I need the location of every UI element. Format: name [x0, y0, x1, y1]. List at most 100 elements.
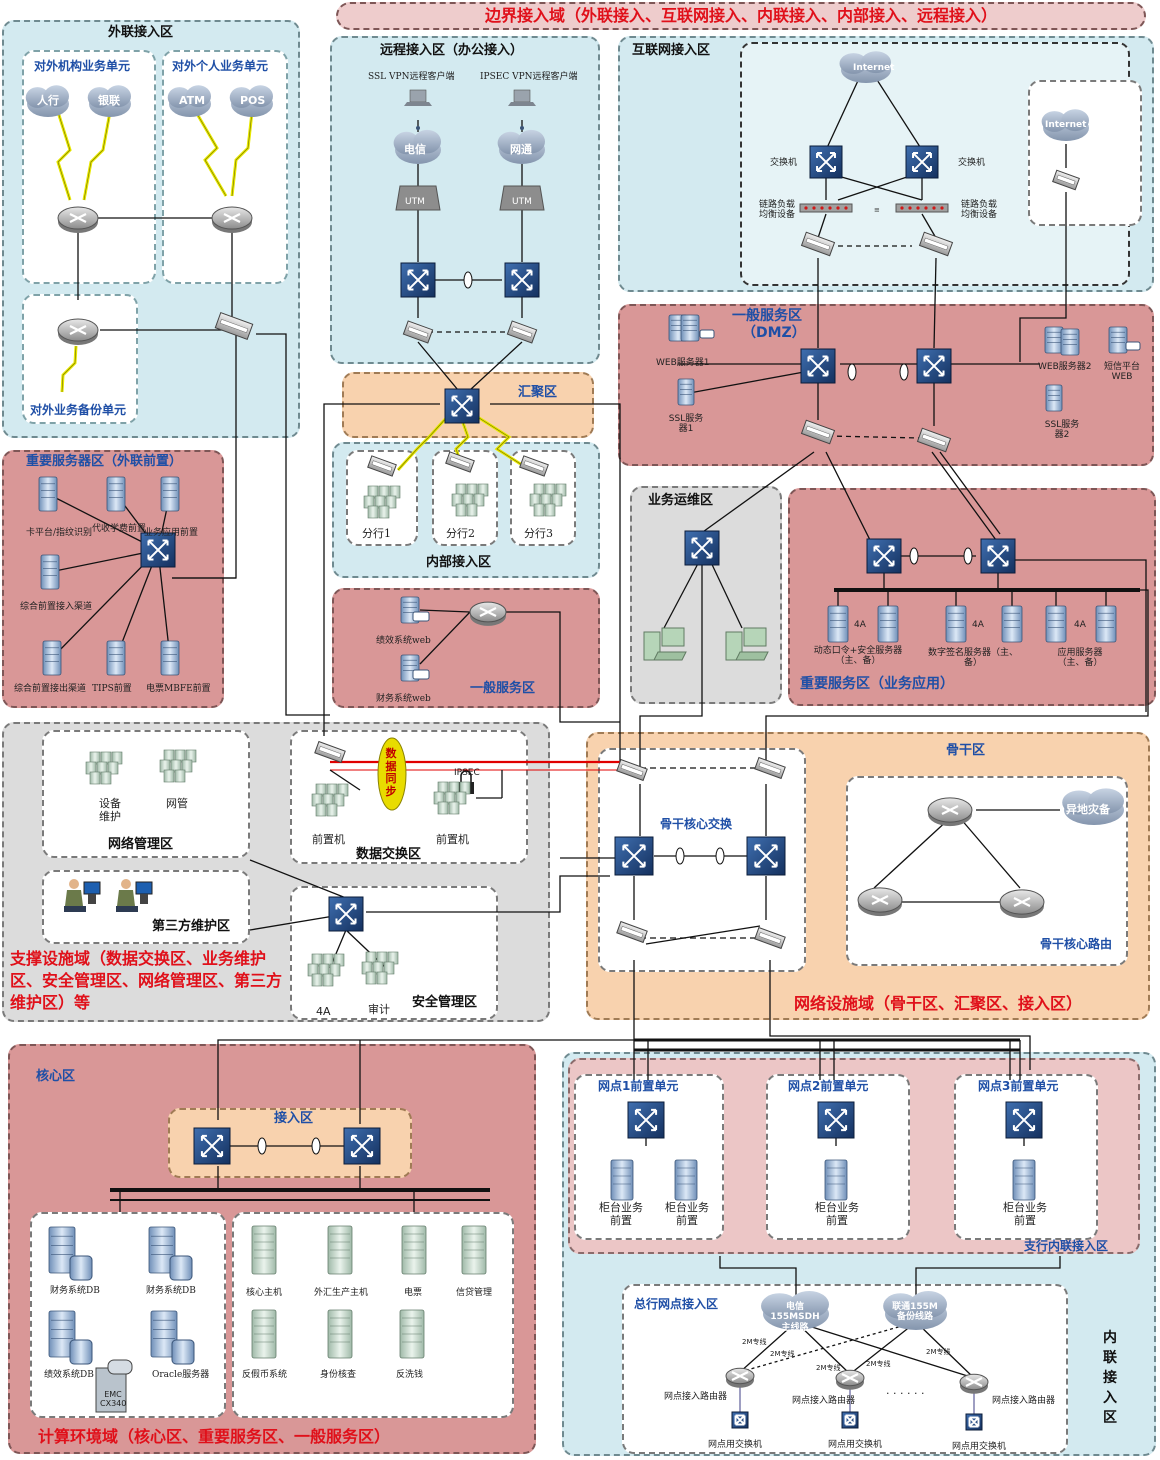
router-icon: [927, 797, 973, 827]
firewall-icon: [918, 231, 954, 257]
firewall-icon: [800, 419, 836, 445]
title-network-domain: 网络设施域（骨干区、汇聚区、接入区）: [794, 994, 1083, 1013]
label-line-2m-2: 2M专线: [770, 1350, 795, 1358]
label-otp: 动态口令+安全服务器（主、备）: [813, 646, 903, 667]
label-utm1: UTM: [405, 197, 425, 207]
cloud-icon: [761, 1290, 829, 1330]
server-tower-icon: [461, 1225, 487, 1275]
label-ssl-vpn: SSL VPN远程客户端: [368, 72, 455, 82]
label-lb-right: 链路负载均衡设备: [960, 200, 997, 221]
link: [849, 1321, 917, 1375]
title-general-service: 一般服务区: [470, 681, 536, 696]
link: [837, 175, 911, 201]
link: [469, 341, 523, 391]
firewall-icon: [616, 758, 648, 782]
router-icon: [211, 206, 253, 233]
switch-icon: [400, 262, 436, 298]
server-icon: [106, 476, 126, 512]
switch-icon: [140, 532, 176, 568]
firewall-icon: [754, 756, 786, 780]
label-ssl1: SSL服务器1: [668, 414, 704, 435]
link: [707, 555, 743, 629]
maintenance-staff-icon: [116, 879, 153, 912]
link: [873, 817, 951, 889]
router-icon: [835, 1369, 865, 1390]
workstation-icon: [725, 627, 769, 661]
database-icon: [69, 1255, 93, 1281]
label-data-sync: 数据同步: [385, 747, 397, 798]
switch-icon: [980, 538, 1016, 574]
link: [504, 611, 620, 723]
switch-icon: [965, 1413, 983, 1431]
switch-icon: [504, 262, 540, 298]
label-fx-host: 外汇生产主机: [314, 1288, 369, 1298]
label-biz-app-front: 业务应用前置: [144, 528, 199, 538]
server-icon: [680, 314, 700, 342]
link-aggregation-mark: [847, 363, 857, 381]
link-aggregation-mark: [909, 547, 919, 565]
switch-icon: [809, 145, 843, 179]
server-icon: [877, 605, 899, 643]
switch-icon: [817, 1101, 855, 1139]
router-icon: [725, 1367, 755, 1388]
cloud-label-internet2: Internet: [1045, 120, 1087, 130]
server-icon: [1001, 605, 1023, 643]
label-id-check: 身份核查: [320, 1370, 357, 1380]
label-front2: 前置机: [436, 833, 469, 846]
label-switch-right: 交换机: [958, 158, 986, 168]
switch-icon: [800, 348, 836, 384]
link: [795, 1321, 975, 1379]
label-counter1a: 柜台业务前置: [599, 1201, 643, 1227]
label-fin-db: 财务系统DB: [50, 1286, 100, 1296]
server-icon: [160, 476, 180, 512]
cloud-label-telecom-line: 电信155MSDH主线路: [770, 1302, 820, 1333]
utm-firewall-icon: [395, 185, 441, 211]
label-web1: WEB服务器1: [656, 358, 710, 368]
link: [739, 1321, 797, 1373]
cloud-label-unicom-line: 联通155M备份线路: [892, 1302, 938, 1323]
zone-internet-inner-right: [1028, 80, 1142, 226]
cloud-icon: [393, 129, 442, 164]
label-branch3: 分行3: [524, 527, 553, 540]
label-counter3: 柜台业务前置: [1003, 1201, 1047, 1227]
title-access: 接入区: [274, 1111, 314, 1126]
firewall-icon: [506, 320, 538, 344]
link: [825, 451, 871, 541]
server-cluster-icon: [307, 953, 345, 987]
load-balancer-icon: [799, 203, 853, 213]
label-line-2m-5: 2M专线: [926, 1348, 951, 1356]
title-dmz-sub: （DMZ）: [742, 325, 806, 341]
switch-icon: [328, 896, 364, 932]
server-icon: [38, 476, 58, 512]
label-integrated-front-out: 综合前置接出渠道: [14, 684, 87, 694]
label-oracle: Oracle服务器: [152, 1370, 210, 1380]
link: [490, 403, 621, 768]
label-line-2m-4: 2M专线: [866, 1360, 891, 1368]
cloud-icon: [25, 85, 69, 117]
title-ext-org-unit: 对外机构业务单元: [34, 59, 131, 73]
label-outlet-router-3: 网点接入路由器: [992, 1396, 1056, 1406]
web-badge-icon: [412, 611, 430, 622]
label-outlet1: 网点1前置单元: [598, 1079, 679, 1093]
server-cluster-icon: [85, 751, 123, 785]
link: [769, 960, 1031, 1070]
switch-icon: [444, 388, 480, 424]
link: [172, 322, 237, 579]
label-proxy-check: 代收学费前置: [92, 524, 147, 534]
cloud-label-yinlian: 银联: [98, 94, 120, 107]
label-outlet-router-1: 网点接入路由器: [664, 1392, 728, 1402]
switch-icon: [193, 1127, 231, 1165]
server-icon: [1012, 1159, 1036, 1201]
server-tower-icon: [327, 1225, 353, 1275]
label-audit: 审计: [368, 1003, 390, 1016]
label-web2: WEB服务器2: [1038, 362, 1092, 372]
title-aggregation: 汇聚区: [518, 385, 558, 400]
label-emc: EMC CX340: [100, 1390, 127, 1409]
link-aggregation-mark: [899, 363, 909, 381]
label-perf-web: 绩效系统web: [376, 636, 431, 646]
link: [249, 859, 347, 899]
title-network-mgmt: 网络管理区: [108, 837, 174, 852]
link: [765, 589, 1149, 760]
link: [739, 1321, 917, 1373]
router-icon: [57, 206, 99, 233]
